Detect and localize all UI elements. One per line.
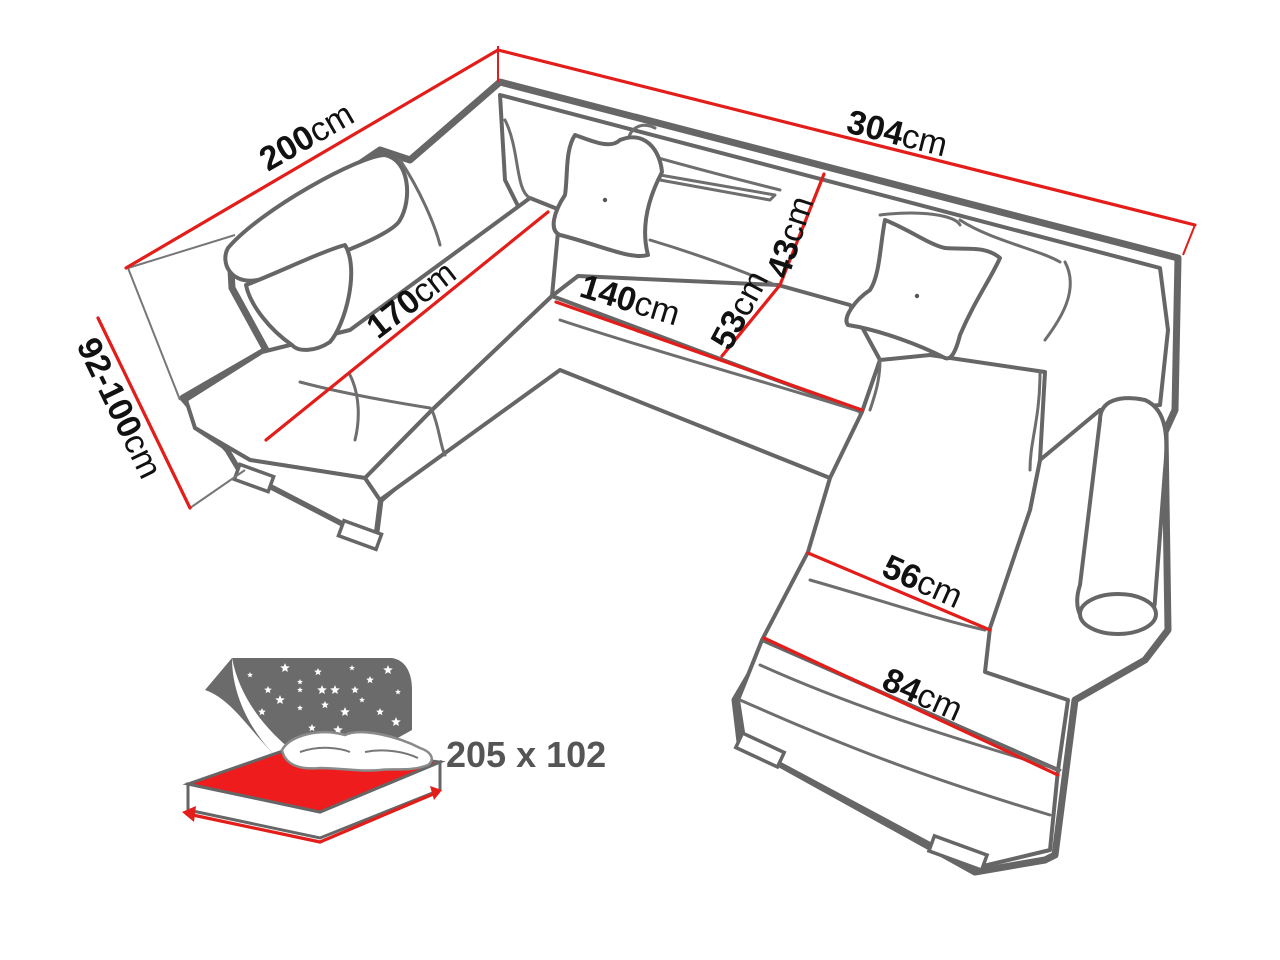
stars-icon	[215, 663, 401, 759]
dim-label-height: 92-100cm	[69, 332, 169, 485]
pillow-button-right	[914, 293, 920, 299]
moon-icon	[232, 658, 320, 770]
leg	[336, 518, 384, 552]
dim-line-170	[264, 210, 550, 442]
back-seam	[1028, 370, 1042, 472]
dim-line-304	[496, 48, 1197, 227]
back-seam	[503, 118, 532, 200]
star-icon	[395, 689, 401, 695]
star-icon	[330, 685, 340, 694]
star-icon	[229, 745, 235, 751]
bed-function-icon: 205 x 102	[182, 658, 606, 844]
star-icon	[237, 732, 243, 738]
star-icon	[275, 695, 285, 704]
star-icon	[258, 708, 266, 716]
back-seam	[648, 238, 777, 287]
star-icon	[376, 708, 384, 716]
star-icon	[245, 750, 255, 759]
right-bolster-end	[1078, 592, 1158, 636]
star-icon	[333, 725, 343, 734]
star-icon	[308, 724, 316, 732]
star-icon	[317, 685, 327, 694]
dim-line-height	[96, 316, 192, 510]
star-icon	[321, 701, 329, 709]
dim-line-84	[762, 636, 1060, 777]
star-icon	[247, 672, 253, 678]
back-seam	[1043, 260, 1072, 342]
height-reference-lines	[127, 234, 246, 509]
star-icon	[297, 705, 303, 711]
star-icon	[351, 686, 359, 694]
height-extension-line	[127, 267, 181, 401]
seat-seam	[430, 408, 447, 457]
left-armrest-pad	[244, 243, 354, 352]
dim-cap	[1182, 224, 1196, 256]
seat-seam	[738, 698, 1052, 817]
dim-line-43	[778, 172, 826, 287]
star-icon	[359, 697, 365, 703]
dimension-lines	[96, 46, 1197, 777]
left-bolster	[223, 153, 410, 283]
back-seam	[398, 158, 442, 247]
star-icon	[340, 707, 350, 716]
dim-line-200	[124, 48, 500, 270]
height-extension-line	[127, 234, 236, 269]
star-icon	[314, 668, 322, 676]
star-icon	[366, 676, 374, 684]
star-icon	[215, 717, 225, 726]
dim-line-140	[554, 300, 864, 412]
dim-label-200: 200cm	[253, 95, 360, 179]
star-icon	[391, 717, 401, 726]
corner-sofa-drawing	[179, 78, 1182, 876]
bed-size-label: 205 x 102	[446, 734, 606, 775]
back-seam	[878, 211, 962, 227]
pillow-button-left	[602, 197, 608, 203]
star-icon	[297, 687, 303, 693]
dim-line-53	[720, 283, 782, 358]
leg	[926, 833, 990, 873]
dim-label-304: 304cm	[843, 103, 951, 165]
star-icon	[280, 663, 290, 672]
star-icon	[264, 686, 272, 694]
dim-line-56	[806, 551, 992, 632]
height-extension-line	[189, 469, 246, 509]
leg	[733, 730, 787, 770]
star-icon	[254, 724, 262, 732]
back-seam	[958, 218, 1062, 264]
star-icon	[383, 665, 393, 674]
seat-seam	[558, 318, 857, 412]
throw-pillow-right	[844, 218, 1002, 361]
star-icon	[349, 665, 355, 671]
throw-pillow-left	[551, 133, 664, 258]
left-front-apron	[193, 426, 382, 542]
seat-seam	[348, 373, 360, 442]
seat-seam	[808, 578, 987, 632]
double-arrow-icon	[182, 786, 442, 844]
back-seam	[868, 358, 882, 412]
star-icon	[297, 679, 303, 685]
pillow-icon	[280, 731, 433, 772]
moon-icon	[205, 690, 290, 770]
